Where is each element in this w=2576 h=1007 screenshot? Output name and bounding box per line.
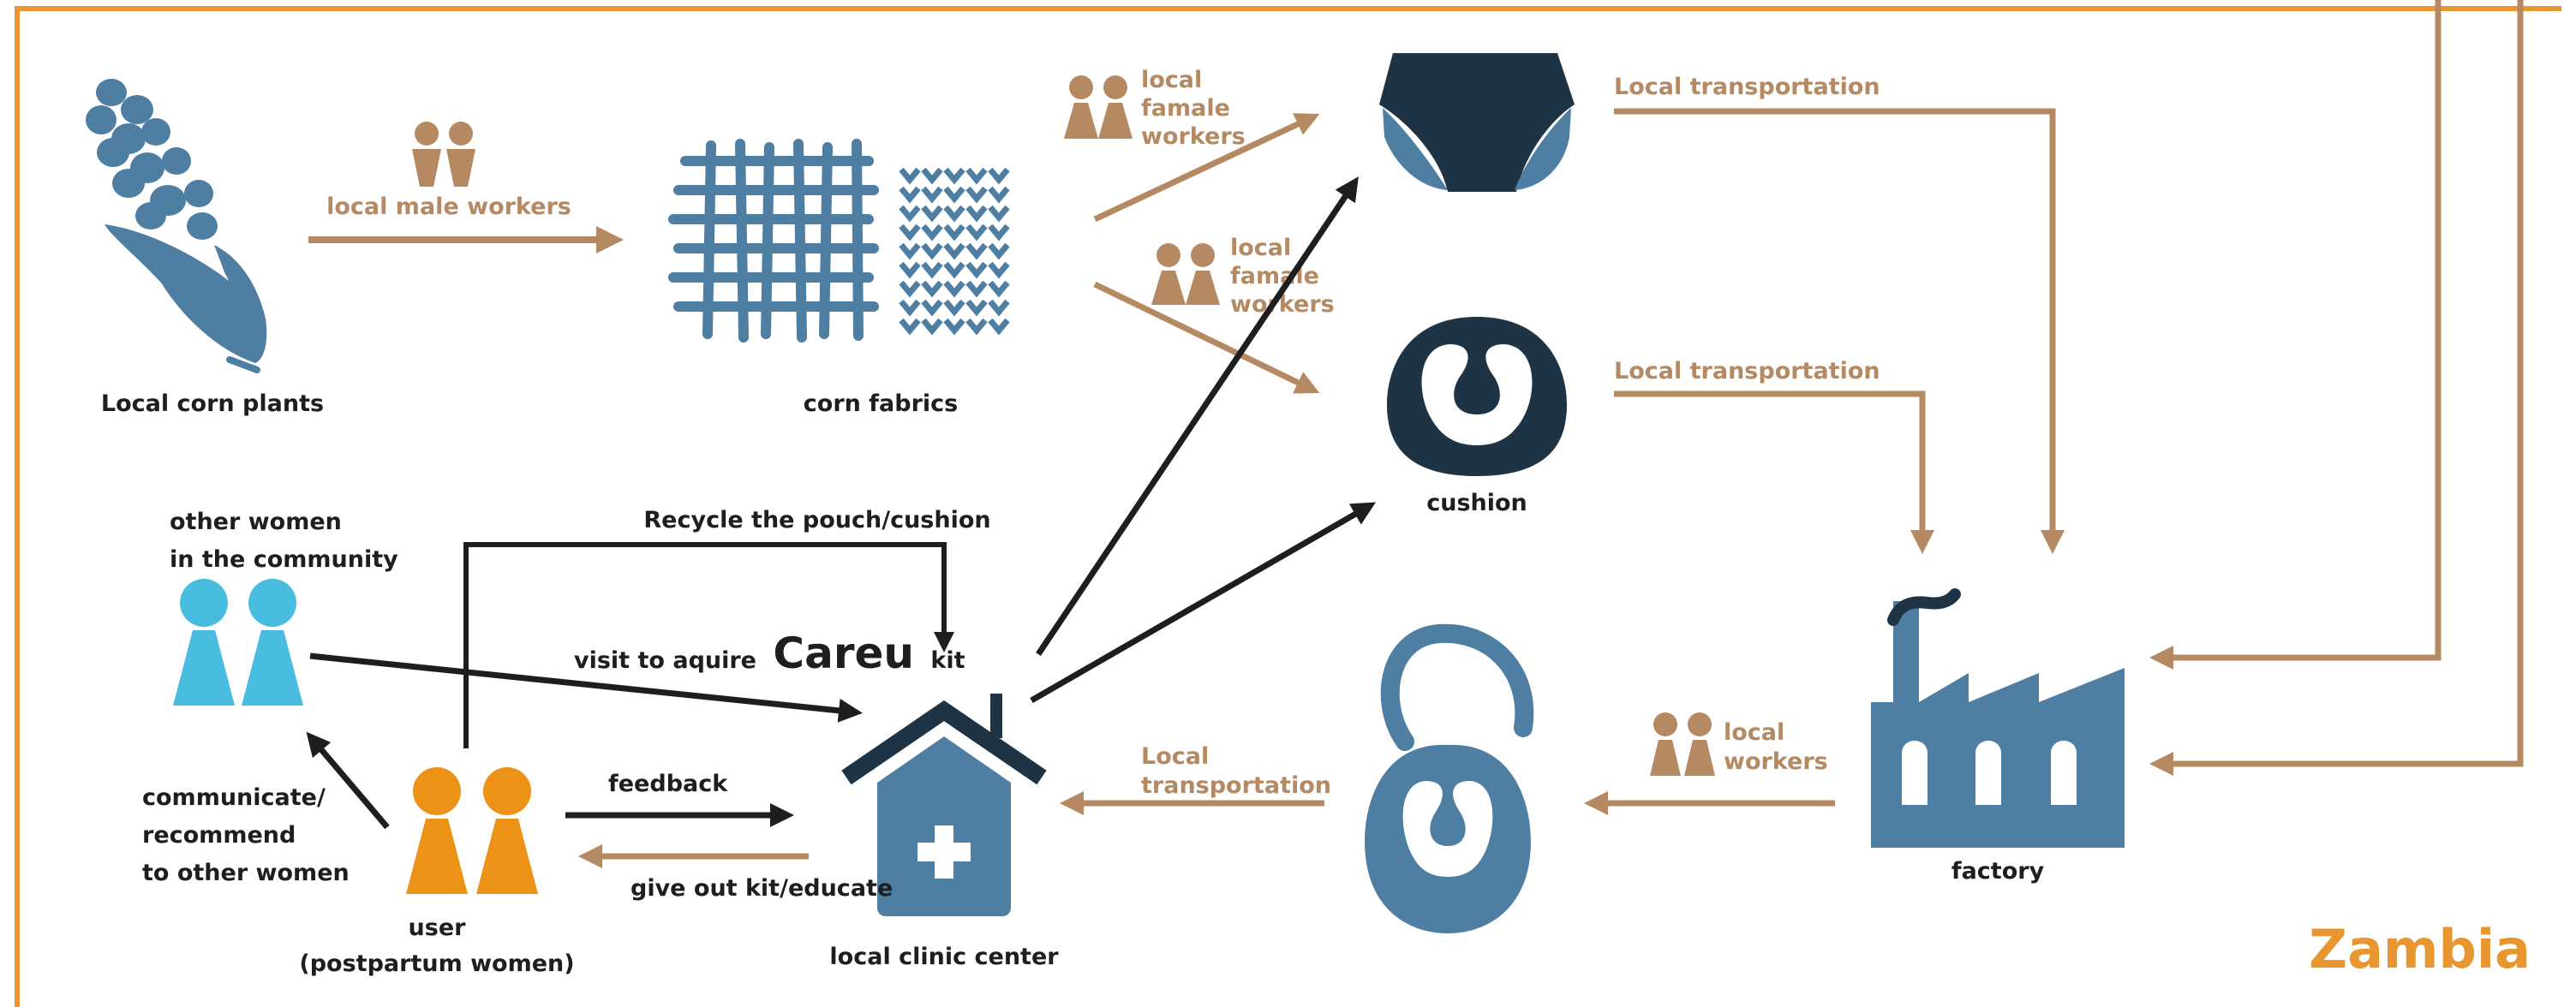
give-out-label: give out kit/educate: [631, 875, 893, 902]
other-women-icon: [173, 579, 303, 706]
arrow-external-input-2: [2149, 0, 2524, 776]
knit-stitch: [899, 167, 921, 185]
knit-stitch: [965, 299, 988, 317]
knit-stitch: [965, 167, 988, 185]
knit-stitch: [965, 205, 988, 223]
communicate-label: communicate/ recommend to other women: [142, 784, 350, 886]
female-workers-label-1: local famale workers: [1141, 67, 1246, 150]
knit-stitch: [988, 223, 1010, 241]
female-workers-icon-1: [1064, 75, 1133, 139]
arrow-clinic-to-pouch: [1036, 176, 1359, 656]
knit-stitch: [965, 186, 988, 204]
knit-stitch: [921, 242, 943, 260]
knit-stitch: [943, 299, 965, 317]
knit-stitch: [965, 280, 988, 298]
arrow-recycle: [463, 542, 954, 748]
knit-stitch: [921, 205, 943, 223]
knit-stitch: [899, 242, 921, 260]
recycle-label: Recycle the pouch/cushion: [643, 507, 990, 533]
knit-stitch: [965, 318, 988, 336]
knit-stitch: [899, 261, 921, 279]
arrow-clinic-to-cushion: [1030, 502, 1377, 704]
knit-stitch: [988, 318, 1010, 336]
knit-stitch: [921, 261, 943, 279]
cushion-icon: [1386, 317, 1568, 476]
arrow-external-input-1: [2149, 0, 2442, 670]
transport-label-clinic: Local transportation: [1141, 743, 1331, 799]
knit-stitch: [943, 186, 965, 204]
visit-label: visit to aquire Careu kit: [574, 629, 965, 678]
region-label: Zambia: [2309, 918, 2531, 980]
knit-stitch: [943, 280, 965, 298]
corn-plant-icon: [86, 79, 267, 373]
pouch-icon: [1379, 53, 1575, 192]
knit-stitch: [899, 280, 921, 298]
arrow-fabrics-to-cushion: [1093, 281, 1320, 394]
knit-stitch: [988, 299, 1010, 317]
knit-stitch: [921, 167, 943, 185]
knit-stitch: [965, 223, 988, 241]
knit-stitch: [943, 318, 965, 336]
clinic-icon: [841, 694, 1047, 916]
arrow-fabrics-to-pouch: [1093, 113, 1320, 223]
factory-icon: [1871, 588, 2125, 848]
male-workers-icon: [412, 122, 475, 187]
knit-stitch: [899, 299, 921, 317]
knit-stitch: [899, 318, 921, 336]
knit-stitch: [943, 167, 965, 185]
knit-stitch: [943, 205, 965, 223]
feedback-label: feedback: [608, 771, 728, 797]
woven-fabric-icon: [668, 139, 879, 343]
arrow-others-to-clinic: [309, 652, 863, 723]
corn-label: Local corn plants: [101, 390, 324, 417]
transport-label-pouch: Local transportation: [1614, 74, 1880, 100]
factory-label: factory: [1951, 858, 2045, 885]
cushion-label: cushion: [1426, 490, 1527, 516]
knit-stitch: [988, 242, 1010, 260]
user-icon: [406, 767, 538, 894]
female-workers-label-2: local famale workers: [1230, 235, 1335, 318]
knit-stitch: [943, 261, 965, 279]
user-sublabel: (postpartum women): [299, 950, 574, 977]
knit-stitch: [921, 299, 943, 317]
knit-stitch: [965, 242, 988, 260]
knit-fabric-icon: [899, 167, 1010, 336]
knit-stitch: [988, 280, 1010, 298]
knit-stitch: [899, 205, 921, 223]
knit-stitch: [988, 261, 1010, 279]
zambia-frame: [15, 6, 2561, 1007]
female-workers-icon-2: [1151, 243, 1220, 305]
user-label: user: [409, 915, 467, 941]
knit-stitch: [988, 186, 1010, 204]
other-women-label: other women in the community: [170, 509, 398, 573]
clinic-label: local clinic center: [829, 944, 1059, 970]
knit-stitch: [899, 186, 921, 204]
knit-stitch: [899, 223, 921, 241]
knit-stitch: [921, 280, 943, 298]
knit-stitch: [921, 186, 943, 204]
knit-stitch: [988, 205, 1010, 223]
combined-product-icon: [1365, 623, 1534, 933]
arrow-cushion-to-factory: [1614, 390, 1934, 554]
knit-stitch: [965, 261, 988, 279]
knit-stitch: [943, 242, 965, 260]
local-workers-icon: [1650, 712, 1715, 776]
local-workers-label: local workers: [1724, 719, 1828, 775]
male-workers-label: local male workers: [326, 194, 571, 220]
knit-stitch: [988, 167, 1010, 185]
transport-label-cushion: Local transportation: [1614, 358, 1880, 384]
fabrics-label: corn fabrics: [804, 390, 958, 417]
arrow-user-to-others: [306, 731, 390, 830]
knit-stitch: [921, 223, 943, 241]
knit-stitch: [943, 223, 965, 241]
arrow-pouch-to-factory: [1614, 108, 2065, 554]
knit-stitch: [921, 318, 943, 336]
